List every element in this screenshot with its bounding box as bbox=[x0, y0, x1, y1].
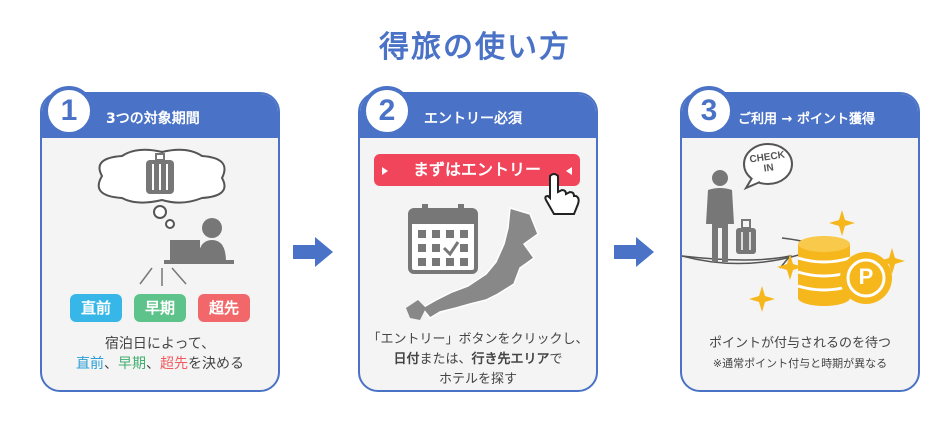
entry-button-label: まずはエントリー bbox=[412, 160, 541, 179]
step-1-caption: 宿泊日によって、 直前、早期、超先を決める bbox=[42, 334, 278, 374]
bold-date: 日付 bbox=[393, 352, 420, 367]
sparkle-icon bbox=[749, 286, 775, 312]
step-card-1-body: 3つの対象期間 直 bbox=[40, 92, 280, 392]
step-3-caption: ポイントが付与されるのを待つ ※通常ポイント付与と時期が異なる bbox=[682, 334, 918, 374]
step-card-3: ご利用 → ポイント獲得 CHECK IN bbox=[680, 86, 920, 392]
caption-sep: 、 bbox=[104, 356, 118, 372]
bold-area: 行き先エリア bbox=[471, 352, 550, 367]
caption-sep: 、 bbox=[146, 356, 160, 372]
calendar-icon bbox=[408, 204, 478, 274]
sparkle-icon bbox=[879, 248, 905, 274]
caption-rest: を決める bbox=[188, 356, 244, 372]
step-3-caption-line1: ポイントが付与されるのを待つ bbox=[708, 336, 891, 351]
tag-souki: 早期 bbox=[134, 294, 186, 322]
step-2-caption: 「エントリー」ボタンをクリックし、 日付または、行き先エリアで ホテルを探す bbox=[360, 330, 596, 390]
checkin-bubble: CHECK IN bbox=[738, 142, 794, 190]
highlight-souki: 早期 bbox=[118, 356, 146, 372]
step-2-number-badge: 2 bbox=[362, 86, 412, 136]
step-2-caption-line3: ホテルを探す bbox=[438, 372, 517, 387]
sparkle-icon bbox=[829, 210, 855, 236]
entry-button[interactable]: まずはエントリー bbox=[374, 154, 580, 186]
arrow-right-icon bbox=[293, 237, 333, 267]
step-3-label: ご利用 → ポイント獲得 bbox=[738, 112, 875, 127]
coin-letter: P bbox=[858, 264, 874, 289]
japan-map-icon bbox=[406, 207, 539, 320]
step-card-1: 3つの対象期間 直 bbox=[40, 86, 280, 392]
highlight-chokuzen: 直前 bbox=[76, 356, 104, 372]
step-1-caption-line1: 宿泊日によって、 bbox=[104, 336, 216, 352]
step-2-label: エントリー必須 bbox=[424, 111, 522, 127]
p-coin-icon bbox=[840, 252, 892, 304]
step-3-number-badge: 3 bbox=[684, 86, 734, 136]
point-coins-icon bbox=[749, 210, 905, 312]
step-card-2: エントリー必須 まずはエントリー bbox=[358, 86, 598, 392]
caption-rest: で bbox=[549, 352, 563, 367]
highlight-chousaki: 超先 bbox=[160, 356, 188, 372]
page-title: 得旅の使い方 bbox=[379, 30, 571, 65]
step-1-label: 3つの対象期間 bbox=[106, 111, 200, 127]
triangle-left-icon bbox=[566, 167, 572, 175]
step-card-2-body: エントリー必須 まずはエントリー bbox=[358, 92, 598, 392]
step-3-caption-note: ※通常ポイント付与と時期が異なる bbox=[712, 357, 888, 370]
speech-bubble-icon bbox=[743, 143, 793, 190]
thought-cloud-icon bbox=[97, 148, 234, 286]
triangle-left-icon bbox=[382, 167, 388, 175]
arrow-right-icon bbox=[614, 237, 654, 267]
sparkle-icon bbox=[777, 254, 803, 280]
step-1-number-badge: 1 bbox=[44, 86, 94, 136]
caption-mid: または、 bbox=[419, 352, 472, 367]
step-2-caption-line1: 「エントリー」ボタンをクリックし、 bbox=[367, 332, 589, 347]
suitcase-icon bbox=[146, 153, 174, 194]
pointer-hand-icon bbox=[544, 173, 580, 215]
step-2-caption-line2: 日付または、行き先エリアで bbox=[360, 350, 596, 370]
tag-chokuzen: 直前 bbox=[70, 294, 122, 322]
step-1-caption-line2: 直前、早期、超先を決める bbox=[42, 354, 278, 374]
traveler-icon bbox=[706, 170, 756, 262]
calendar-map-icon bbox=[406, 204, 539, 320]
step-card-3-body: ご利用 → ポイント獲得 CHECK IN bbox=[680, 92, 920, 392]
person-at-laptop-icon bbox=[164, 218, 234, 264]
tag-chousaki: 超先 bbox=[198, 294, 250, 322]
